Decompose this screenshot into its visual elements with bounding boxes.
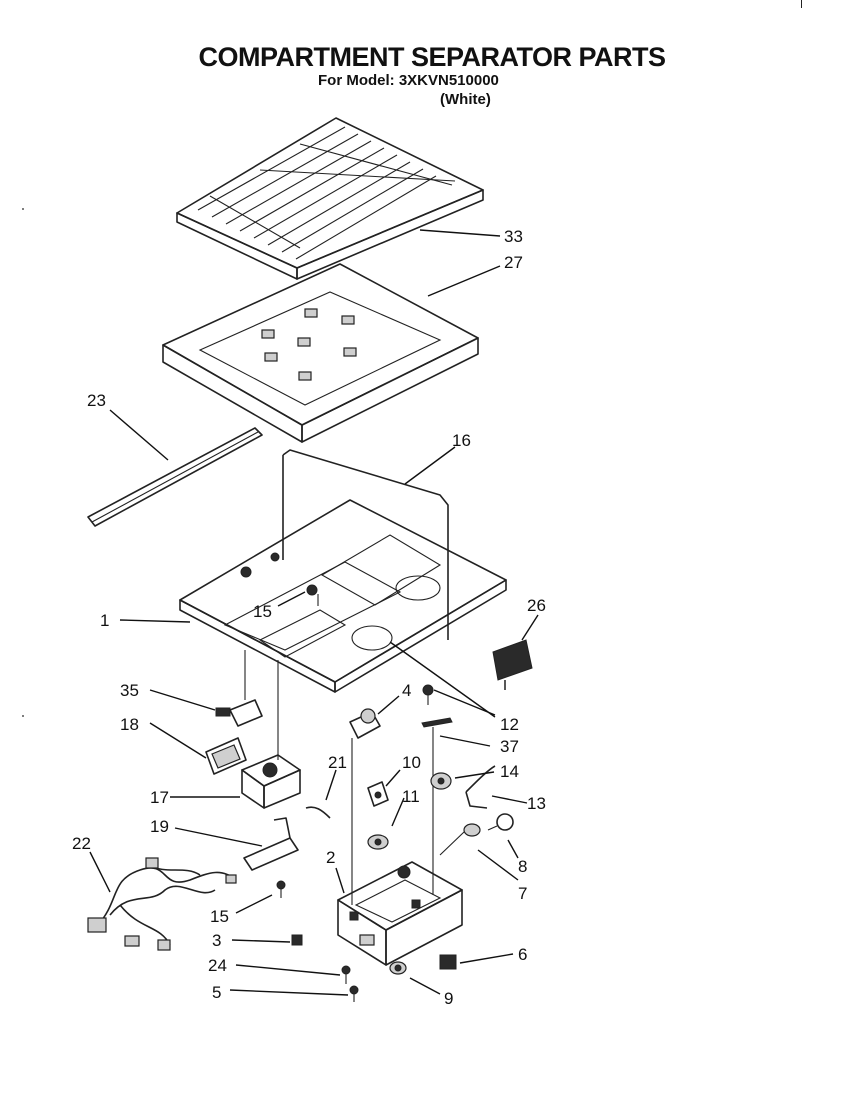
part-18-control-cover[interactable] <box>205 737 247 775</box>
part-27-separator-frame[interactable] <box>162 263 479 443</box>
part-23-seal-strip[interactable] <box>87 427 263 527</box>
callout-23: 23 <box>87 391 106 410</box>
callout-15-upper: 15 <box>253 602 272 621</box>
part-21-tube[interactable] <box>305 806 331 819</box>
part-35-damper-knob[interactable] <box>215 699 263 727</box>
edge-dot <box>22 715 24 717</box>
page-title: COMPARTMENT SEPARATOR PARTS <box>198 42 666 72</box>
part-22-wire-harness[interactable] <box>87 857 237 951</box>
part-11-knob[interactable] <box>367 834 389 850</box>
callout-24: 24 <box>208 956 227 975</box>
part-3-clip[interactable] <box>291 934 303 946</box>
part-12-screw[interactable] <box>422 684 434 705</box>
part-15-screw-lower[interactable] <box>276 880 286 898</box>
callout-9: 9 <box>444 989 453 1008</box>
callout-16: 16 <box>452 431 471 450</box>
callout-4: 4 <box>402 681 411 700</box>
callout-35: 35 <box>120 681 139 700</box>
part-10-switch[interactable] <box>367 781 389 807</box>
part-33-shelf-grille[interactable] <box>176 117 484 280</box>
callout-27: 27 <box>504 253 523 272</box>
model-number: For Model: 3XKVN510000 <box>318 72 499 89</box>
callout-13: 13 <box>527 794 546 813</box>
corner-tick-mark <box>801 0 802 8</box>
callout-5: 5 <box>212 983 221 1002</box>
callout-33: 33 <box>504 227 523 246</box>
part-17-control-housing[interactable] <box>241 650 301 809</box>
callout-12: 12 <box>500 715 519 734</box>
part-1-compartment-separator[interactable] <box>179 499 507 693</box>
callout-37: 37 <box>500 737 519 756</box>
callout-2: 2 <box>326 848 335 867</box>
callout-22: 22 <box>72 834 91 853</box>
edge-dot <box>22 208 24 210</box>
callout-21: 21 <box>328 753 347 772</box>
callout-26: 26 <box>527 596 546 615</box>
callout-1: 1 <box>100 611 109 630</box>
callout-17: 17 <box>150 788 169 807</box>
callout-6: 6 <box>518 945 527 964</box>
part-37-gasket[interactable] <box>421 717 453 895</box>
part-7-lamp-socket[interactable] <box>439 823 481 856</box>
callout-3: 3 <box>212 931 221 950</box>
part-8-light-bulb[interactable] <box>487 813 514 831</box>
part-14-socket[interactable] <box>430 772 452 790</box>
callout-7: 7 <box>518 884 527 903</box>
callout-14: 14 <box>500 762 519 781</box>
part-5-screw[interactable] <box>349 985 359 1002</box>
part-4-thermostat[interactable] <box>349 708 381 905</box>
part-13-lamp-wire[interactable] <box>465 765 496 809</box>
part-6-connector[interactable] <box>439 954 457 970</box>
callout-10: 10 <box>402 753 421 772</box>
color-variant: (White) <box>440 91 491 108</box>
callout-15-lower: 15 <box>210 907 229 926</box>
part-2-control-box[interactable] <box>337 861 463 966</box>
callout-19: 19 <box>150 817 169 836</box>
part-9-nut[interactable] <box>389 961 407 975</box>
callout-labels: 33 27 23 16 1 15 26 35 4 12 18 37 21 10 … <box>72 227 546 1008</box>
part-15-screw-upper[interactable] <box>306 584 319 606</box>
callout-8: 8 <box>518 857 527 876</box>
part-26-insulation-pad[interactable] <box>492 639 533 690</box>
part-16-heater-wire[interactable] <box>282 449 449 640</box>
callout-18: 18 <box>120 715 139 734</box>
callout-11: 11 <box>402 787 420 806</box>
leader-lines <box>89 229 539 996</box>
part-24-screw[interactable] <box>341 965 351 984</box>
part-19-bracket[interactable] <box>243 817 299 871</box>
